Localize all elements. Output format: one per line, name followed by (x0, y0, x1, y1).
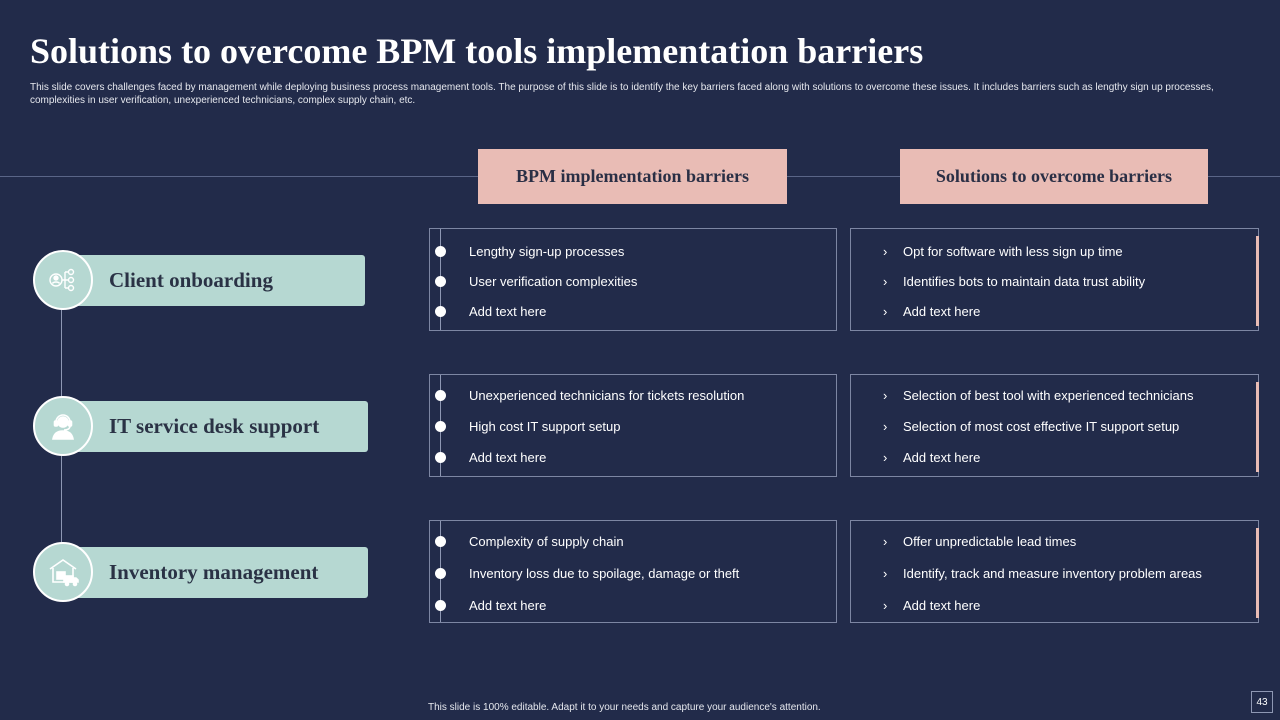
bullet-dot (435, 276, 446, 287)
barrier-item: Unexperienced technicians for tickets re… (469, 388, 745, 403)
barriers-column-header: BPM implementation barriers (478, 149, 787, 204)
solutions-box-it-service-desk: › Selection of best tool with experience… (850, 374, 1259, 477)
solution-item: Opt for software with less sign up time (903, 244, 1123, 259)
bullet-dot (435, 568, 446, 579)
chevron-right-icon: › (883, 274, 888, 289)
slide-title: Solutions to overcome BPM tools implemen… (30, 31, 924, 71)
barrier-item: Complexity of supply chain (469, 534, 624, 549)
solution-item: Add text here (903, 598, 981, 613)
barriers-box-inventory-management: Complexity of supply chain Inventory los… (429, 520, 837, 623)
bullet-dot (435, 390, 446, 401)
solution-item: Add text here (903, 450, 981, 465)
solution-item: Identifies bots to maintain data trust a… (903, 274, 1146, 289)
chevron-right-icon: › (883, 304, 888, 319)
network-user-icon (33, 250, 93, 310)
barriers-box-client-onboarding: Lengthy sign-up processes User verificat… (429, 228, 837, 331)
bullet-dot (435, 246, 446, 257)
headset-agent-icon (33, 396, 93, 456)
bullet-dot (435, 421, 446, 432)
category-it-service-desk: IT service desk support (33, 396, 373, 456)
solutions-box-client-onboarding: › Opt for software with less sign up tim… (850, 228, 1259, 331)
solution-item: Selection of best tool with experienced … (903, 388, 1194, 403)
category-label: IT service desk support (61, 401, 368, 452)
chevron-right-icon: › (883, 388, 888, 403)
barriers-box-it-service-desk: Unexperienced technicians for tickets re… (429, 374, 837, 477)
chevron-right-icon: › (883, 419, 888, 434)
barrier-item: Inventory loss due to spoilage, damage o… (469, 566, 740, 581)
solution-item: Selection of most cost effective IT supp… (903, 419, 1180, 434)
slide-description: This slide covers challenges faced by ma… (30, 82, 1214, 106)
solution-item: Identify, track and measure inventory pr… (903, 566, 1202, 581)
page-number: 43 (1251, 691, 1273, 713)
bullet-dot (435, 306, 446, 317)
solution-item: Offer unpredictable lead times (903, 534, 1077, 549)
barrier-item: Add text here (469, 598, 547, 613)
chevron-right-icon: › (883, 534, 888, 549)
chevron-right-icon: › (883, 244, 888, 259)
solution-item: Add text here (903, 304, 981, 319)
warehouse-truck-icon (33, 542, 93, 602)
solutions-column-header: Solutions to overcome barriers (900, 149, 1208, 204)
category-inventory-management: Inventory management (33, 542, 373, 602)
chevron-right-icon: › (883, 566, 888, 581)
barrier-item: Lengthy sign-up processes (469, 244, 625, 259)
category-client-onboarding: Client onboarding (33, 250, 373, 310)
slide-footer-note: This slide is 100% editable. Adapt it to… (428, 702, 821, 713)
barrier-item: Add text here (469, 304, 547, 319)
chevron-right-icon: › (883, 598, 888, 613)
barrier-item: Add text here (469, 450, 547, 465)
category-label: Client onboarding (61, 255, 365, 306)
category-label: Inventory management (61, 547, 368, 598)
barrier-item: User verification complexities (469, 274, 638, 289)
bullet-dot (435, 452, 446, 463)
bullet-dot (435, 600, 446, 611)
chevron-right-icon: › (883, 450, 888, 465)
barrier-item: High cost IT support setup (469, 419, 621, 434)
bullet-dot (435, 536, 446, 547)
solutions-box-inventory-management: › Offer unpredictable lead times › Ident… (850, 520, 1259, 623)
